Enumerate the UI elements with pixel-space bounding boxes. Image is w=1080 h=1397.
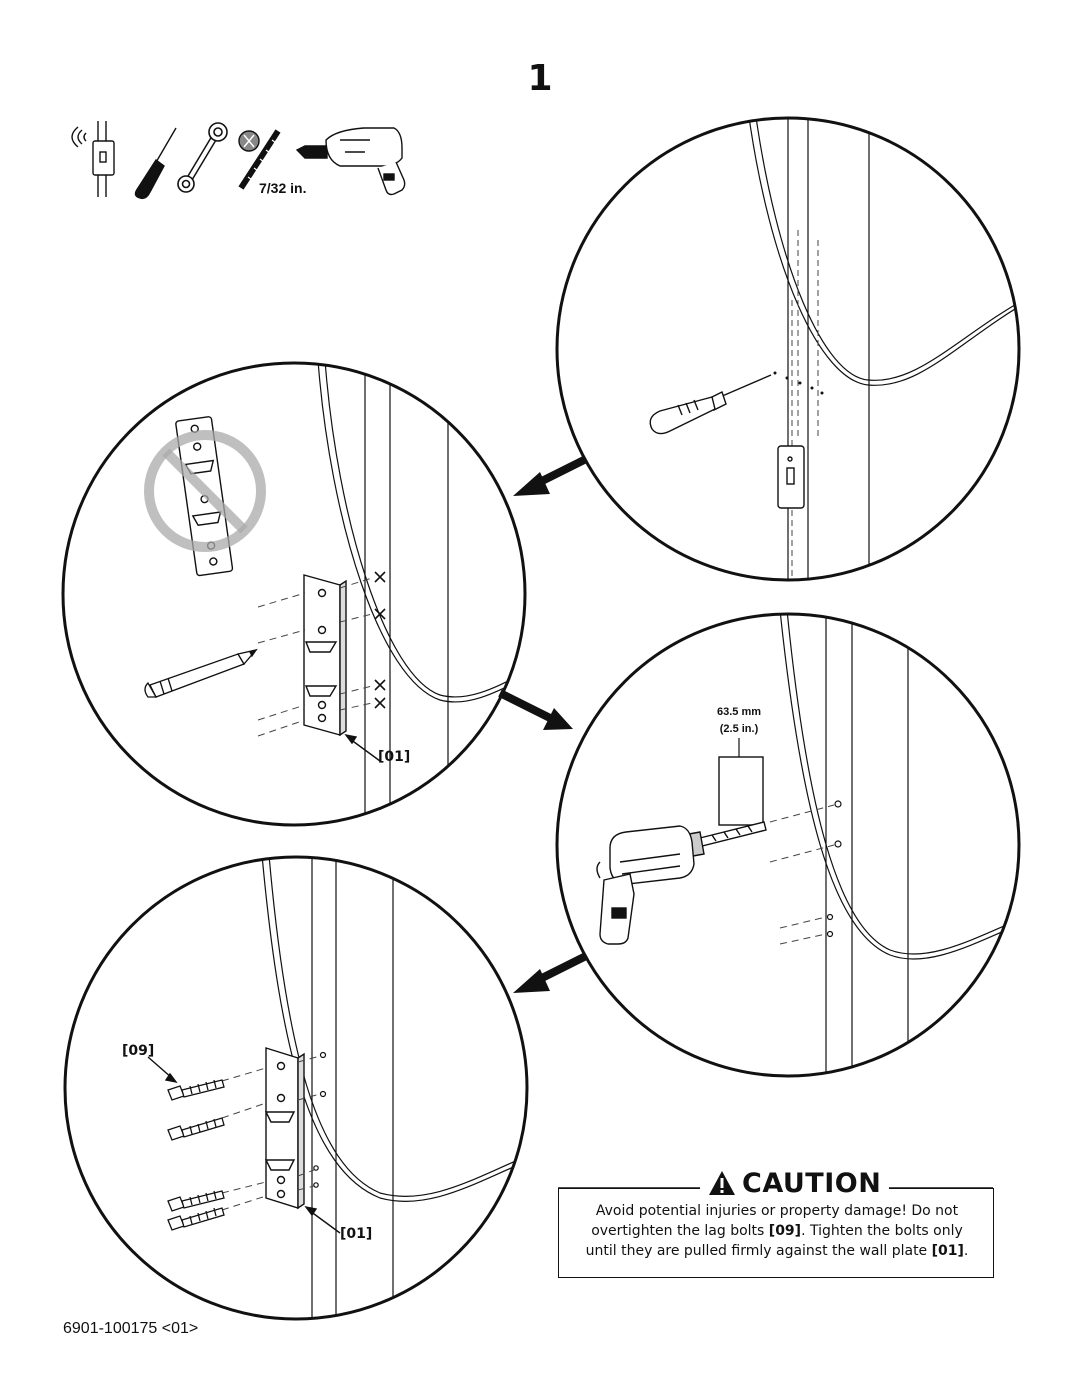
flow-arrow: [498, 689, 554, 723]
wall-plate-callout-bottom: [01]: [340, 1226, 373, 1242]
awl-icon: [134, 127, 177, 200]
caution-line-1: Avoid potential injuries or property dam…: [595, 1203, 959, 1219]
lag-bolts-callout: [09]: [122, 1043, 155, 1059]
wrench-icon: [177, 122, 228, 193]
power-drill-icon: [295, 127, 406, 196]
flow-arrow-head: [543, 708, 573, 730]
step-c-drill-holes: 63.5 mm (2.5 in.): [596, 614, 1019, 1076]
pencil-icon: [144, 648, 258, 698]
flow-arrow-head: [513, 969, 550, 993]
step-a-locate-stud: [649, 118, 1019, 580]
drill-bit-size-label: 7/32 in.: [259, 180, 306, 196]
flow-arrow-head: [513, 472, 550, 496]
depth-gauge: [718, 756, 764, 826]
document-code: 6901-100175 <01>: [63, 1320, 199, 1337]
awl-icon: [649, 374, 772, 435]
lag-bolt-icon: [167, 1079, 225, 1101]
caution-line-3: until they are pulled firmly against the…: [585, 1243, 969, 1259]
caution-header: CAUTION: [700, 1166, 890, 1200]
warning-triangle-icon: [709, 1171, 735, 1195]
depth-in-label: (2.5 in.): [720, 723, 759, 735]
wall-plate-callout-top: [01]: [378, 749, 411, 765]
drill-bit-icon: [238, 129, 281, 190]
lag-bolt-icon: [167, 1117, 225, 1141]
caution-line-2: overtighten the lag bolts [09]. Tighten …: [591, 1223, 963, 1239]
wall-plate: [264, 1047, 305, 1210]
caution-text: Avoid potential injuries or property dam…: [572, 1201, 982, 1261]
depth-mm-label: 63.5 mm: [717, 706, 761, 718]
stud-finder-icon: [71, 121, 115, 197]
no-symbol-icon: [144, 416, 266, 577]
caution-title: CAUTION: [742, 1167, 882, 1199]
stud-finder-icon: [777, 445, 805, 509]
step-number: 1: [527, 58, 553, 99]
lag-bolt-icon: [167, 1190, 225, 1212]
step-b-mark-holes: [144, 363, 525, 825]
step-d-install-plate: [147, 857, 527, 1319]
power-drill-icon: [596, 821, 767, 945]
lag-bolt-icon: [167, 1207, 225, 1231]
wall-plate: [303, 574, 347, 737]
